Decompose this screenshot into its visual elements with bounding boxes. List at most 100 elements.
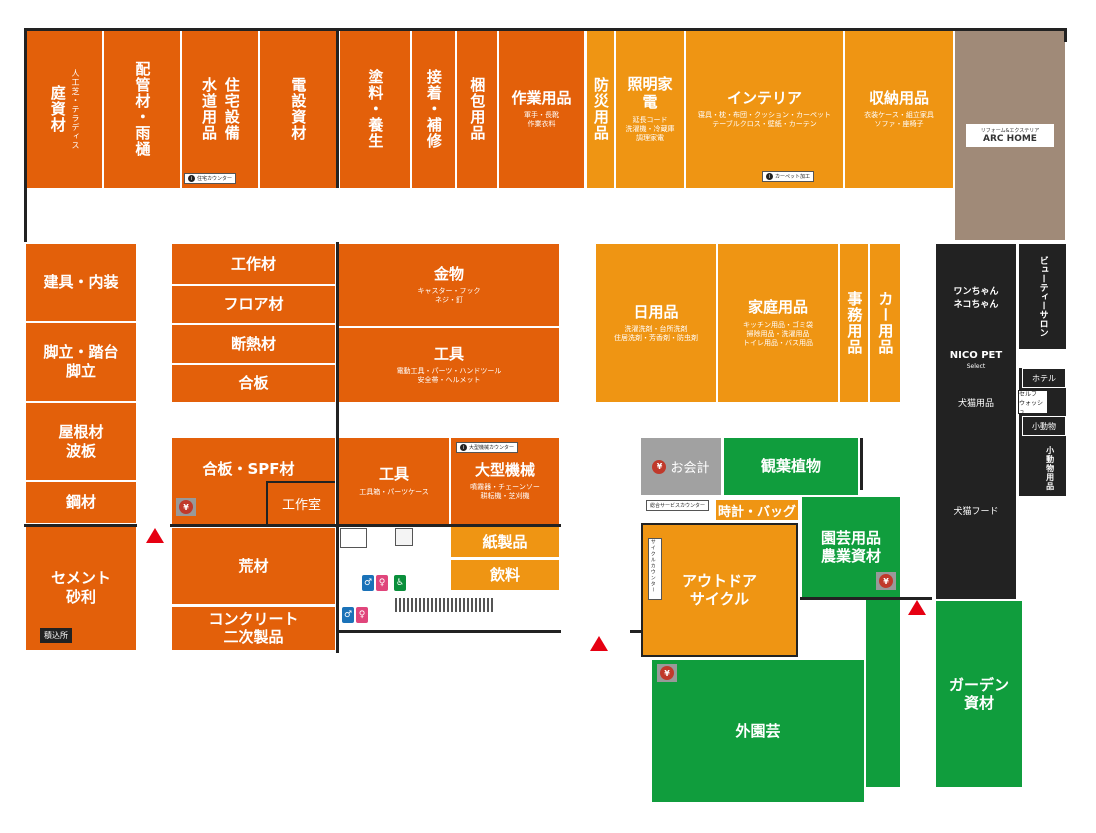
arc-home-sub: リフォーム&エクステリア xyxy=(980,127,1040,134)
zone-sublabel: 洗濯洗剤・台所洗剤 住居洗剤・芳香剤・防虫剤 xyxy=(614,325,698,343)
zone-sublabel: 延長コード 洗濯機・冷蔵庫 調理家電 xyxy=(625,116,675,143)
info-general-service[interactable]: 総合サービスカウンター xyxy=(646,500,710,511)
zone-ladders[interactable]: 脚立・踏台 脚立 xyxy=(26,323,136,401)
zone-plumbing[interactable]: 配管材・雨樋 xyxy=(104,30,180,188)
zone-sublabel: 寝具・枕・布団・クッション・カーペット テーブルクロス・壁紙・カーテン xyxy=(698,111,831,129)
zone-label: 工作室 xyxy=(281,498,321,513)
zone-plywood[interactable]: 合板 xyxy=(172,365,335,402)
zone-sublabel: 軍手・長靴 作業衣料 xyxy=(524,111,559,129)
zone-garden-materials[interactable]: ガーデン 資材 xyxy=(936,601,1022,787)
zone-housing-equipment[interactable]: 住宅設備 水道用品 xyxy=(182,30,258,188)
zone-hotel[interactable]: ホテル xyxy=(1022,368,1066,388)
zone-garden-materials-top[interactable]: 庭資材 人工芝・テラディス xyxy=(26,30,102,188)
zone-adhesive[interactable]: 接着・補修 xyxy=(412,30,455,188)
zone-label: 電設資材 xyxy=(289,77,308,141)
zone-sublabel: キャスター・フック ネジ・釘 xyxy=(417,287,481,305)
accessible-restroom-icon: ♿ xyxy=(394,575,406,591)
zone-fittings[interactable]: 建具・内装 xyxy=(26,244,136,321)
zone-self-wash[interactable]: セルフ ウォッシュ xyxy=(1018,390,1048,416)
zone-label: 断熱材 xyxy=(230,334,276,353)
zone-label: 水道用品 xyxy=(200,77,218,141)
zone-tools-power[interactable]: 工具 電動工具・パーツ・ハンドツール 安全帯・ヘルメット xyxy=(339,328,559,402)
zone-label: ビューティーサロン xyxy=(1037,256,1048,337)
zone-sublabel: キッチン用品・ゴミ袋 掃除用品・洗濯用品 トイレ用品・バス用品 xyxy=(743,320,813,347)
zone-foliage[interactable]: 観葉植物 xyxy=(724,438,858,495)
zone-label: 観葉植物 xyxy=(760,457,821,476)
arc-home-logo: リフォーム&エクステリア ARC HOME xyxy=(966,123,1054,147)
zone-arc-home[interactable]: リフォーム&エクステリア ARC HOME xyxy=(955,30,1065,240)
zone-pet[interactable]: ワンちゃん ネコちゃん NICO PET Select 犬猫用品 犬猫フード xyxy=(936,244,1016,599)
zone-beauty-salon[interactable]: ビューティーサロン xyxy=(1018,244,1066,350)
zone-label: 合板・SPF材 xyxy=(202,459,295,478)
zone-concrete[interactable]: コンクリート 二次製品 xyxy=(172,607,335,650)
info-label: 総合サービスカウンター xyxy=(650,503,706,509)
wall-divider xyxy=(630,630,642,633)
zone-label: 金物 xyxy=(433,264,464,283)
zone-label: 建具・内装 xyxy=(43,273,119,292)
zone-rough-lumber[interactable]: 荒材 xyxy=(172,528,335,604)
zone-garden-goods[interactable]: 園芸用品 農業資材 xyxy=(802,497,900,597)
pet-logo: NICO PET xyxy=(949,350,1003,361)
zone-label: 飲料 xyxy=(489,565,520,584)
yen-icon: ¥ xyxy=(652,459,667,474)
zone-craft-lumber[interactable]: 工作材 xyxy=(172,244,335,284)
zone-label: 塗料・養生 xyxy=(366,69,385,149)
zone-insulation[interactable]: 断熱材 xyxy=(172,325,335,363)
zone-label: 作業用品 xyxy=(511,88,572,107)
zone-paint[interactable]: 塗料・養生 xyxy=(340,30,410,188)
zone-label: 紙製品 xyxy=(482,532,528,551)
zone-label: 小動物用品 xyxy=(1045,445,1055,491)
zone-checkout[interactable]: ¥ お会計 xyxy=(641,438,721,495)
zone-work-supplies[interactable]: 作業用品 軍手・長靴 作業衣料 xyxy=(499,30,584,188)
zone-label: 大型機械 xyxy=(474,460,535,479)
zone-label: 照明家電 xyxy=(627,74,673,112)
zone-car[interactable]: カー用品 xyxy=(870,244,900,402)
womens-restroom-icon: ♀ xyxy=(376,575,388,591)
zone-label: 家庭用品 xyxy=(747,297,808,316)
zone-household[interactable]: 家庭用品 キッチン用品・ゴミ袋 掃除用品・洗濯用品 トイレ用品・バス用品 xyxy=(718,244,838,402)
zone-lighting[interactable]: 照明家電 延長コード 洗濯機・冷蔵庫 調理家電 xyxy=(616,30,684,188)
zone-packing[interactable]: 梱包用品 xyxy=(457,30,497,188)
pet-dog-food: 犬猫フード xyxy=(953,507,999,517)
zone-label: 屋根材 波板 xyxy=(58,422,104,460)
zone-outer-garden[interactable]: 外園芸 xyxy=(652,660,864,802)
yen-icon: ¥ xyxy=(660,666,674,680)
zone-small-animal-room[interactable]: 小動物 xyxy=(1022,416,1066,436)
info-label: カーペット加工 xyxy=(775,174,811,180)
outer-wall-left xyxy=(24,28,27,242)
zone-label: お会計 xyxy=(670,461,710,476)
zone-label: 合板 xyxy=(238,374,269,393)
info-icon: i xyxy=(766,173,773,180)
zone-drinks[interactable]: 飲料 xyxy=(451,560,559,590)
zone-paper[interactable]: 紙製品 xyxy=(451,527,559,557)
zone-small-animal-goods[interactable]: 小動物用品 xyxy=(1040,440,1060,496)
zone-interior[interactable]: インテリア 寝具・枕・布団・クッション・カーペット テーブルクロス・壁紙・カーテ… xyxy=(686,30,843,188)
zone-label: 日用品 xyxy=(633,302,679,321)
info-icon: i xyxy=(188,175,195,182)
zone-roofing[interactable]: 屋根材 波板 xyxy=(26,403,136,480)
register-icon: ¥ xyxy=(176,498,196,516)
pet-dogs-cats: ワンちゃん ネコちゃん xyxy=(953,287,999,310)
womens-restroom-icon: ♀ xyxy=(356,607,368,623)
zone-tools-hand[interactable]: 工具 工具箱・パーツケース xyxy=(339,438,449,524)
zone-hardware[interactable]: 金物 キャスター・フック ネジ・釘 xyxy=(339,244,559,326)
zone-flooring[interactable]: フロア材 xyxy=(172,286,335,323)
yen-icon: ¥ xyxy=(179,500,193,514)
zone-office[interactable]: 事務用品 xyxy=(840,244,868,402)
zone-workshop[interactable]: 工作室 xyxy=(266,481,335,524)
zone-outdoor-cycle[interactable]: アウトドア サイクル xyxy=(641,523,798,657)
zone-watch-bag[interactable]: 時計・バッグ xyxy=(716,500,798,520)
zone-electrical[interactable]: 電設資材 xyxy=(260,30,336,188)
zone-label: 収納用品 xyxy=(868,88,929,107)
zone-label: 時計・バッグ xyxy=(717,504,796,520)
zone-storage[interactable]: 収納用品 衣装ケース・組立家具 ソファ・座椅子 xyxy=(845,30,953,188)
wall-divider xyxy=(170,524,561,527)
zone-disaster[interactable]: 防災用品 xyxy=(587,30,614,188)
info-cycle-counter[interactable]: サイクルカウンター xyxy=(648,538,662,600)
zone-steel[interactable]: 鋼材 xyxy=(26,482,136,523)
zone-label: コンクリート 二次製品 xyxy=(208,610,299,646)
zone-daily-goods[interactable]: 日用品 洗濯洗剤・台所洗剤 住居洗剤・芳香剤・防虫剤 xyxy=(596,244,716,402)
